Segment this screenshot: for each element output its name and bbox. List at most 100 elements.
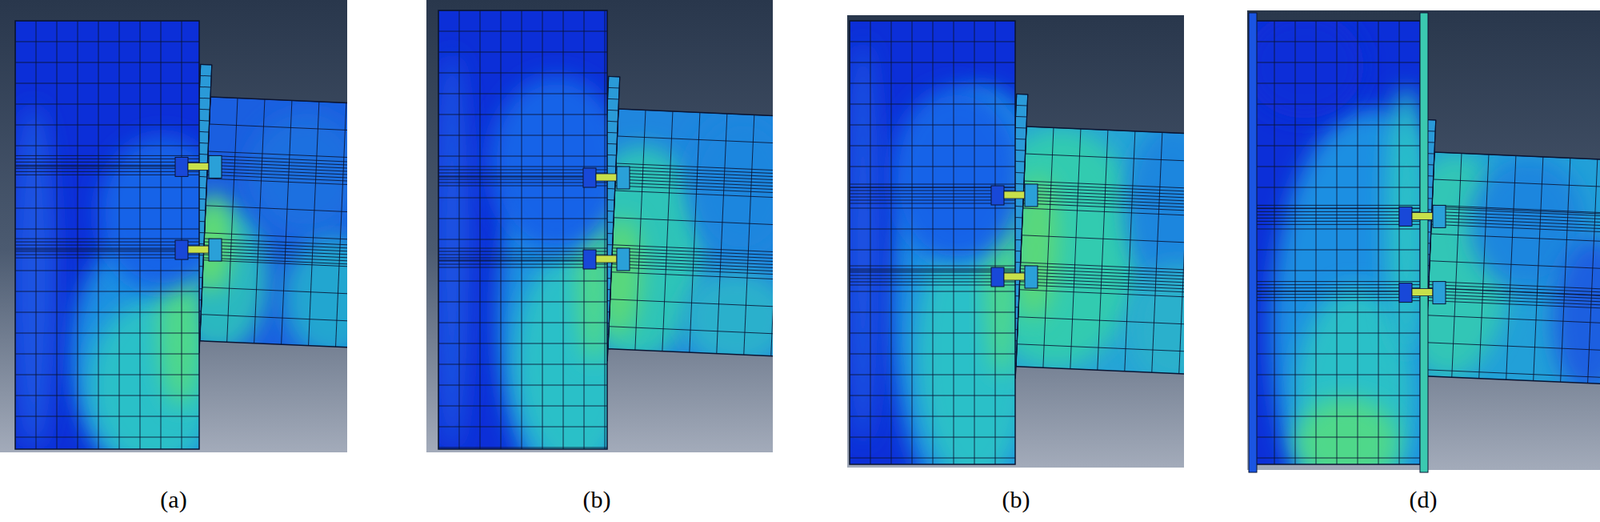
- bolt-shank: [188, 162, 209, 170]
- mesh-line: [1014, 138, 1026, 140]
- mesh-line: [15, 145, 200, 147]
- mesh-line: [615, 185, 773, 194]
- mesh-line: [15, 187, 200, 188]
- mesh-line: [438, 251, 608, 252]
- mesh-line: [608, 326, 773, 335]
- mesh-line: [204, 232, 348, 240]
- mesh-line: [1014, 149, 1026, 152]
- mesh-line: [15, 171, 200, 172]
- mesh-line: [542, 10, 544, 449]
- mesh-line: [849, 190, 1016, 192]
- mesh-line: [15, 249, 200, 251]
- mesh-line: [1253, 83, 1424, 84]
- mesh-line: [1097, 129, 1108, 370]
- mesh-line: [438, 156, 608, 157]
- mesh-line: [1253, 374, 1424, 376]
- mesh-line: [15, 168, 200, 169]
- mesh-line: [608, 98, 620, 100]
- mesh-line: [849, 284, 1016, 286]
- mesh-line: [849, 62, 1016, 64]
- mesh-line: [1253, 287, 1424, 288]
- mesh-line: [1253, 353, 1424, 355]
- stress-contour: [849, 43, 880, 443]
- mesh-line: [199, 97, 211, 100]
- mesh-line: [1023, 203, 1184, 212]
- mesh-line: [438, 322, 608, 324]
- mesh-line: [1426, 342, 1600, 352]
- mesh-line: [849, 374, 1016, 376]
- mesh-line: [1253, 104, 1424, 105]
- bolt-shank: [1412, 212, 1433, 220]
- mesh-line: [227, 97, 238, 342]
- mesh-line: [689, 112, 700, 352]
- mesh-line: [849, 184, 1016, 185]
- mesh-line: [1253, 211, 1424, 212]
- mesh-line: [281, 100, 292, 344]
- mesh-line: [849, 83, 1016, 84]
- mesh-line: [607, 76, 620, 361]
- mesh-line: [438, 405, 608, 407]
- panel-label: (d): [1409, 485, 1438, 512]
- mesh-line: [15, 124, 200, 126]
- mesh-line: [563, 10, 564, 449]
- bolt-nut: [1024, 184, 1038, 207]
- mesh-line: [438, 31, 608, 32]
- stress-contour: [15, 106, 56, 449]
- mesh-line: [1021, 235, 1184, 244]
- mesh-line: [15, 241, 200, 243]
- mesh-line: [438, 343, 608, 344]
- mesh-line: [205, 205, 348, 213]
- mesh-line: [438, 114, 608, 116]
- mesh-line: [932, 20, 934, 464]
- mesh-line: [1025, 153, 1184, 162]
- mesh-line: [200, 314, 348, 322]
- mesh-line: [438, 260, 608, 262]
- mesh-line: [254, 99, 265, 344]
- mesh-line: [438, 93, 608, 95]
- mesh-line: [500, 10, 502, 449]
- mesh-line: [15, 228, 200, 230]
- mesh-line: [459, 10, 460, 449]
- mesh-line: [849, 208, 1016, 209]
- mesh-line: [521, 10, 523, 449]
- mesh-line: [15, 104, 200, 105]
- mesh-line: [849, 353, 1016, 355]
- mesh-line: [1336, 20, 1338, 464]
- mesh-line: [15, 174, 200, 176]
- mesh-line: [140, 20, 141, 449]
- mesh-line: [1253, 220, 1424, 222]
- mesh-line: [200, 75, 212, 77]
- mesh-line: [438, 176, 608, 177]
- stress-contour: [1549, 236, 1600, 385]
- mesh-line: [1253, 312, 1424, 313]
- stress-contour: [1016, 126, 1147, 372]
- mesh-line: [849, 436, 1016, 438]
- mesh-line: [1316, 20, 1317, 464]
- mesh-line: [98, 20, 100, 449]
- mesh-line: [1019, 284, 1184, 293]
- mesh-line: [1295, 20, 1296, 464]
- mesh-line: [1428, 300, 1600, 309]
- mesh-line: [438, 172, 608, 174]
- mesh-line: [1253, 332, 1424, 334]
- panel-label: (b): [583, 485, 612, 512]
- bolt-head: [175, 156, 188, 176]
- mesh-line: [181, 20, 183, 449]
- mesh-line: [202, 287, 348, 295]
- stress-contour: [891, 87, 1016, 265]
- bolt-shank: [1004, 272, 1025, 280]
- mesh-line: [771, 116, 773, 356]
- mesh-line: [1253, 187, 1424, 188]
- mesh-line: [438, 176, 608, 178]
- mesh-line: [438, 301, 608, 303]
- mesh-line: [1253, 62, 1424, 64]
- mesh-line: [662, 111, 673, 352]
- mesh-line: [198, 108, 210, 111]
- mesh-line: [56, 20, 58, 449]
- mesh-line: [849, 395, 1016, 396]
- bolt-shank: [188, 245, 209, 253]
- mesh-line: [119, 20, 120, 449]
- mesh-line: [1253, 300, 1424, 301]
- mesh-line: [849, 249, 1016, 251]
